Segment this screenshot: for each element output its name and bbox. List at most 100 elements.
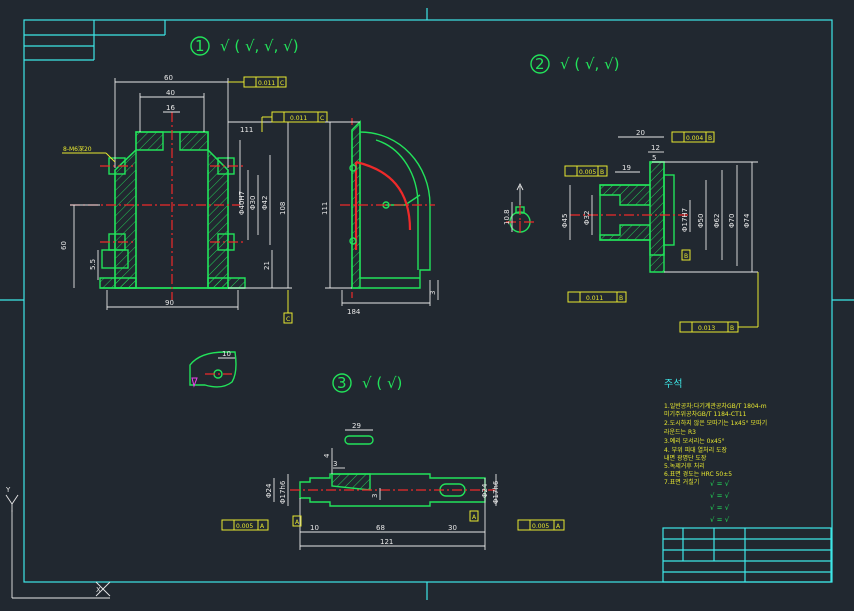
svg-text:B: B [708,135,712,142]
svg-text:111: 111 [321,202,329,215]
svg-text:Φ24: Φ24 [481,483,489,498]
svg-text:Φ17h6: Φ17h6 [492,480,500,504]
svg-text:0.005: 0.005 [579,169,596,176]
svg-text:Φ42: Φ42 [261,196,269,210]
ucs-x-label: X [96,586,101,594]
svg-text:내면 광명단 도장: 내면 광명단 도장 [664,454,707,462]
svg-text:라운드는 R3: 라운드는 R3 [664,428,696,436]
svg-text:6.표면 경도는 HRC 50±5: 6.표면 경도는 HRC 50±5 [664,470,732,478]
svg-text:3.예리 모서리는 0x45°: 3.예리 모서리는 0x45° [664,437,725,445]
svg-text:108: 108 [279,202,287,215]
svg-text:10.8: 10.8 [503,209,511,225]
svg-text:C: C [320,115,324,122]
svg-text:Φ32: Φ32 [583,211,591,225]
svg-text:√ = √: √ = √ [710,480,730,488]
svg-text:√ = √: √ = √ [710,504,730,512]
svg-text:121: 121 [380,538,393,546]
svg-text:40: 40 [166,89,175,97]
svg-text:60: 60 [60,241,68,250]
svg-text:20: 20 [636,129,645,137]
svg-text:A: A [260,523,265,530]
svg-text:4. 부위 피대 열처리 도장: 4. 부위 피대 열처리 도장 [664,446,728,454]
svg-text:√ = √: √ = √ [710,492,730,500]
title-block [662,527,832,583]
notes-title: 주석 [664,378,682,390]
svg-text:B: B [600,169,604,176]
svg-text:Φ45: Φ45 [561,214,569,228]
svg-text:0.011: 0.011 [586,295,603,302]
svg-text:0.004: 0.004 [686,135,703,142]
svg-text:3: 3 [429,291,437,295]
svg-text:Φ30: Φ30 [249,196,257,210]
svg-text:Φ70: Φ70 [728,214,736,228]
key-plate-view: 10 [189,350,237,388]
drawing-frame [0,8,854,600]
svg-text:0.011: 0.011 [258,80,275,87]
svg-text:Φ50: Φ50 [697,214,705,228]
svg-text:8-M6深20: 8-M6深20 [63,145,92,153]
svg-text:√ ( √, √, √): √ ( √, √, √) [220,37,299,55]
svg-text:Φ40H7: Φ40H7 [238,191,246,215]
svg-text:5.녹제거후 처리: 5.녹제거후 처리 [664,462,705,470]
notes: 주석 1.일반공차:다기계관공차GB/T 1804-m 미기주위공차GB/T 1… [664,378,767,524]
svg-text:B: B [684,253,688,260]
svg-text:30: 30 [448,524,457,532]
svg-text:0.011: 0.011 [290,115,307,122]
svg-text:0.013: 0.013 [698,325,715,332]
ucs-icon [5,494,111,599]
view2-label: 2 √ ( √, √) [530,54,619,74]
svg-text:2.도시하지 않은 모따기는 1x45° 모따기: 2.도시하지 않은 모따기는 1x45° 모따기 [664,419,767,427]
svg-text:21: 21 [263,261,271,270]
svg-text:5.5: 5.5 [89,259,97,270]
svg-text:12: 12 [651,144,660,152]
svg-text:C: C [286,316,290,323]
svg-text:4: 4 [323,453,331,458]
svg-text:0.005: 0.005 [532,523,549,530]
svg-text:3: 3 [371,494,379,498]
svg-text:16: 16 [166,104,175,112]
view1-label: 1 √ ( √, √, √) [190,36,299,56]
svg-text:Φ24: Φ24 [265,483,273,498]
svg-text:A: A [556,523,561,530]
svg-text:√ = √: √ = √ [710,516,730,524]
svg-text:29: 29 [352,422,361,430]
ucs-y-label: Y [5,486,11,494]
view3-label: 3 √ ( √) [332,373,402,393]
svg-text:90: 90 [165,299,174,307]
key-section: 10.8 [503,182,534,236]
view1-section [70,112,246,300]
svg-text:2: 2 [535,55,545,73]
svg-text:5: 5 [652,154,656,162]
svg-text:0.005: 0.005 [236,523,253,530]
svg-text:7.표면 거칠기: 7.표면 거칠기 [664,478,699,486]
svg-text:Φ62: Φ62 [713,214,721,228]
svg-text:√ ( √): √ ( √) [362,374,402,392]
view3-shaft: 29 3 4 Φ24 Φ17h6 3 Φ24 Φ17h6 10 68 30 12… [221,422,565,550]
svg-text:Φ17H7: Φ17H7 [681,208,689,232]
svg-text:10: 10 [222,350,231,358]
svg-text:60: 60 [164,74,173,82]
svg-text:1: 1 [195,37,205,55]
svg-text:19: 19 [622,164,631,172]
svg-text:미기주위공차GB/T 1184-CT11: 미기주위공차GB/T 1184-CT11 [664,410,747,418]
svg-text:111: 111 [240,126,253,134]
svg-text:√ ( √, √): √ ( √, √) [560,55,619,73]
svg-text:B: B [730,325,734,332]
svg-text:B: B [619,295,623,302]
svg-text:A: A [295,519,300,526]
svg-text:Φ74: Φ74 [743,213,751,228]
svg-text:3: 3 [337,374,347,392]
svg-text:68: 68 [376,524,385,532]
svg-text:A: A [472,514,477,521]
svg-text:184: 184 [347,308,361,316]
view2-dimensions: 20 12 5 19 Φ45 Φ32 Φ17H7 Φ50 Φ62 Φ70 Φ74… [561,129,759,333]
svg-text:3: 3 [333,460,337,468]
side-view: 111 184 3 [321,118,439,316]
view1-dimensions: 60 40 16 90 60 5.5 111 Φ40H7 Φ30 Φ42 21 … [60,74,328,324]
svg-text:Φ17h6: Φ17h6 [279,480,287,504]
svg-text:10: 10 [310,524,319,532]
view2-section: B [570,161,691,273]
svg-text:C: C [280,80,284,87]
svg-text:1.일반공차:다기계관공차GB/T 1804-m: 1.일반공차:다기계관공차GB/T 1804-m [664,402,767,410]
